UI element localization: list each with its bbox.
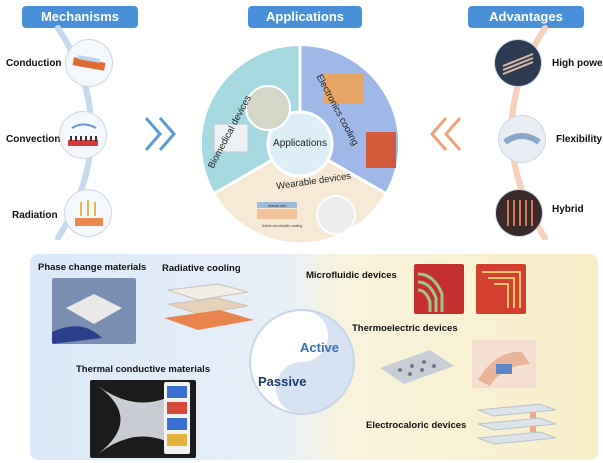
label-flexibility: Flexibility <box>556 134 603 145</box>
phase-change-image <box>52 278 136 344</box>
passive-active-symbol <box>249 309 355 415</box>
label-thermoelectric: Thermoelectric devices <box>352 323 458 334</box>
label-radiation: Radiation <box>12 210 58 221</box>
thermoelectric-image-1 <box>370 340 460 390</box>
thermal-map-image <box>164 382 190 454</box>
flexibility-image <box>499 116 545 162</box>
label-radiative-cooling: Radiative cooling <box>162 263 241 274</box>
label-passive: Passive <box>258 374 307 389</box>
label-thermal-conductive: Thermal conductive materials <box>76 364 211 375</box>
convection-image <box>60 112 106 158</box>
label-hybrid: Hybrid <box>552 204 584 215</box>
caption-human-skin: Human skin <box>268 204 287 208</box>
conduction-image <box>66 40 112 86</box>
hybrid-image <box>496 190 542 236</box>
header-advantages: Advantages <box>468 6 584 28</box>
label-high-power: High power <box>552 58 603 69</box>
microfluidic-image-2 <box>476 264 526 314</box>
wheel-center-label: Applications <box>273 138 327 149</box>
caption-active-microfluidic: Active microfluidic cooling <box>262 224 303 228</box>
thermoelectric-image-2 <box>472 340 536 388</box>
chevron-left-icon <box>430 117 462 151</box>
label-active: Active <box>300 340 340 355</box>
label-electrocaloric: Electrocaloric devices <box>366 420 467 431</box>
applications-wheel <box>201 45 399 243</box>
microfluidic-image-1 <box>414 264 464 314</box>
label-phase-change: Phase change materials <box>38 262 147 273</box>
header-applications: Applications <box>248 6 362 28</box>
electrocaloric-image <box>470 400 562 456</box>
label-conduction: Conduction <box>6 58 62 69</box>
header-mechanisms: Mechanisms <box>22 6 138 28</box>
chevron-right-icon <box>144 117 176 151</box>
radiative-cooling-image <box>158 280 258 336</box>
high-power-image <box>495 40 541 86</box>
label-convection: Convection <box>6 134 61 145</box>
radiation-image <box>65 190 111 236</box>
label-microfluidic: Microfluidic devices <box>306 270 397 281</box>
